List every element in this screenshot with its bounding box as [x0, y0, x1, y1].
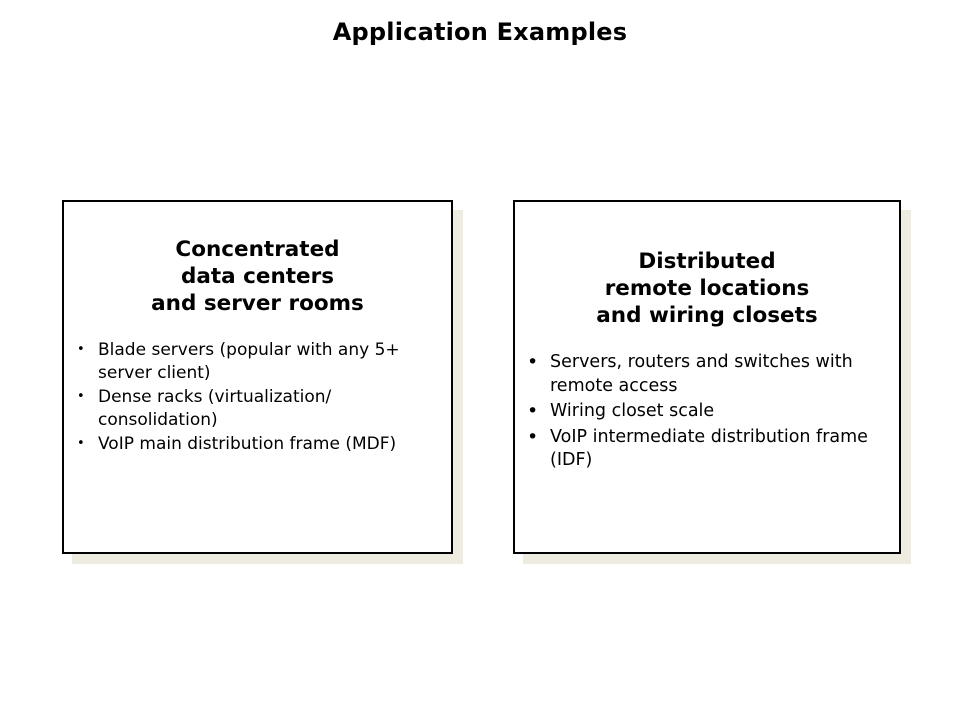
list-item-text: VoIP main distribution frame (MDF)	[98, 434, 397, 454]
list-item: • Servers, routers and switches with rem…	[527, 351, 891, 398]
panel-distributed-remote-locations: Distributed remote locations and wiring …	[513, 200, 901, 554]
list-item: • Blade servers (popular with any 5+ ser…	[77, 339, 443, 384]
heading-line-3: and wiring closets	[596, 303, 818, 328]
page-title: Application Examples	[332, 18, 628, 46]
panel-distributed-heading: Distributed remote locations and wiring …	[515, 248, 899, 329]
bullet-point-icon: •	[77, 436, 85, 451]
bullet-point-icon: •	[527, 351, 539, 373]
list-item-text: Blade servers (popular with any 5+ serve…	[98, 340, 400, 383]
panel-concentrated-data-centers: Concentrated data centers and server roo…	[62, 200, 453, 554]
heading-line-2: data centers	[180, 264, 335, 289]
heading-line-1: Distributed	[638, 249, 776, 274]
bullet-point-icon: •	[527, 425, 539, 448]
panel-distributed-bullet-list: • Servers, routers and switches with rem…	[527, 351, 891, 473]
panel-concentrated-bullet-list: • Blade servers (popular with any 5+ ser…	[77, 339, 443, 456]
list-item-text: Servers, routers and switches with remot…	[550, 352, 853, 396]
bullet-point-icon: •	[77, 389, 85, 404]
heading-line-1: Concentrated	[175, 237, 340, 262]
list-item-text: VoIP intermediate distribution frame (ID…	[550, 426, 868, 471]
list-item: • VoIP intermediate distribution frame (…	[527, 426, 891, 473]
heading-line-2: remote locations	[604, 276, 810, 301]
bullet-point-icon: •	[527, 400, 539, 422]
bullet-point-icon: •	[77, 342, 85, 357]
list-item: • VoIP main distribution frame (MDF)	[77, 433, 443, 456]
list-item-text: Wiring closet scale	[550, 401, 715, 421]
list-item-text: Dense racks (virtualization/ consolidati…	[98, 387, 332, 430]
list-item: • Wiring closet scale	[527, 400, 891, 424]
panel-concentrated-heading: Concentrated data centers and server roo…	[64, 236, 451, 317]
heading-line-3: and server rooms	[151, 291, 364, 316]
list-item: • Dense racks (virtualization/ consolida…	[77, 386, 443, 431]
